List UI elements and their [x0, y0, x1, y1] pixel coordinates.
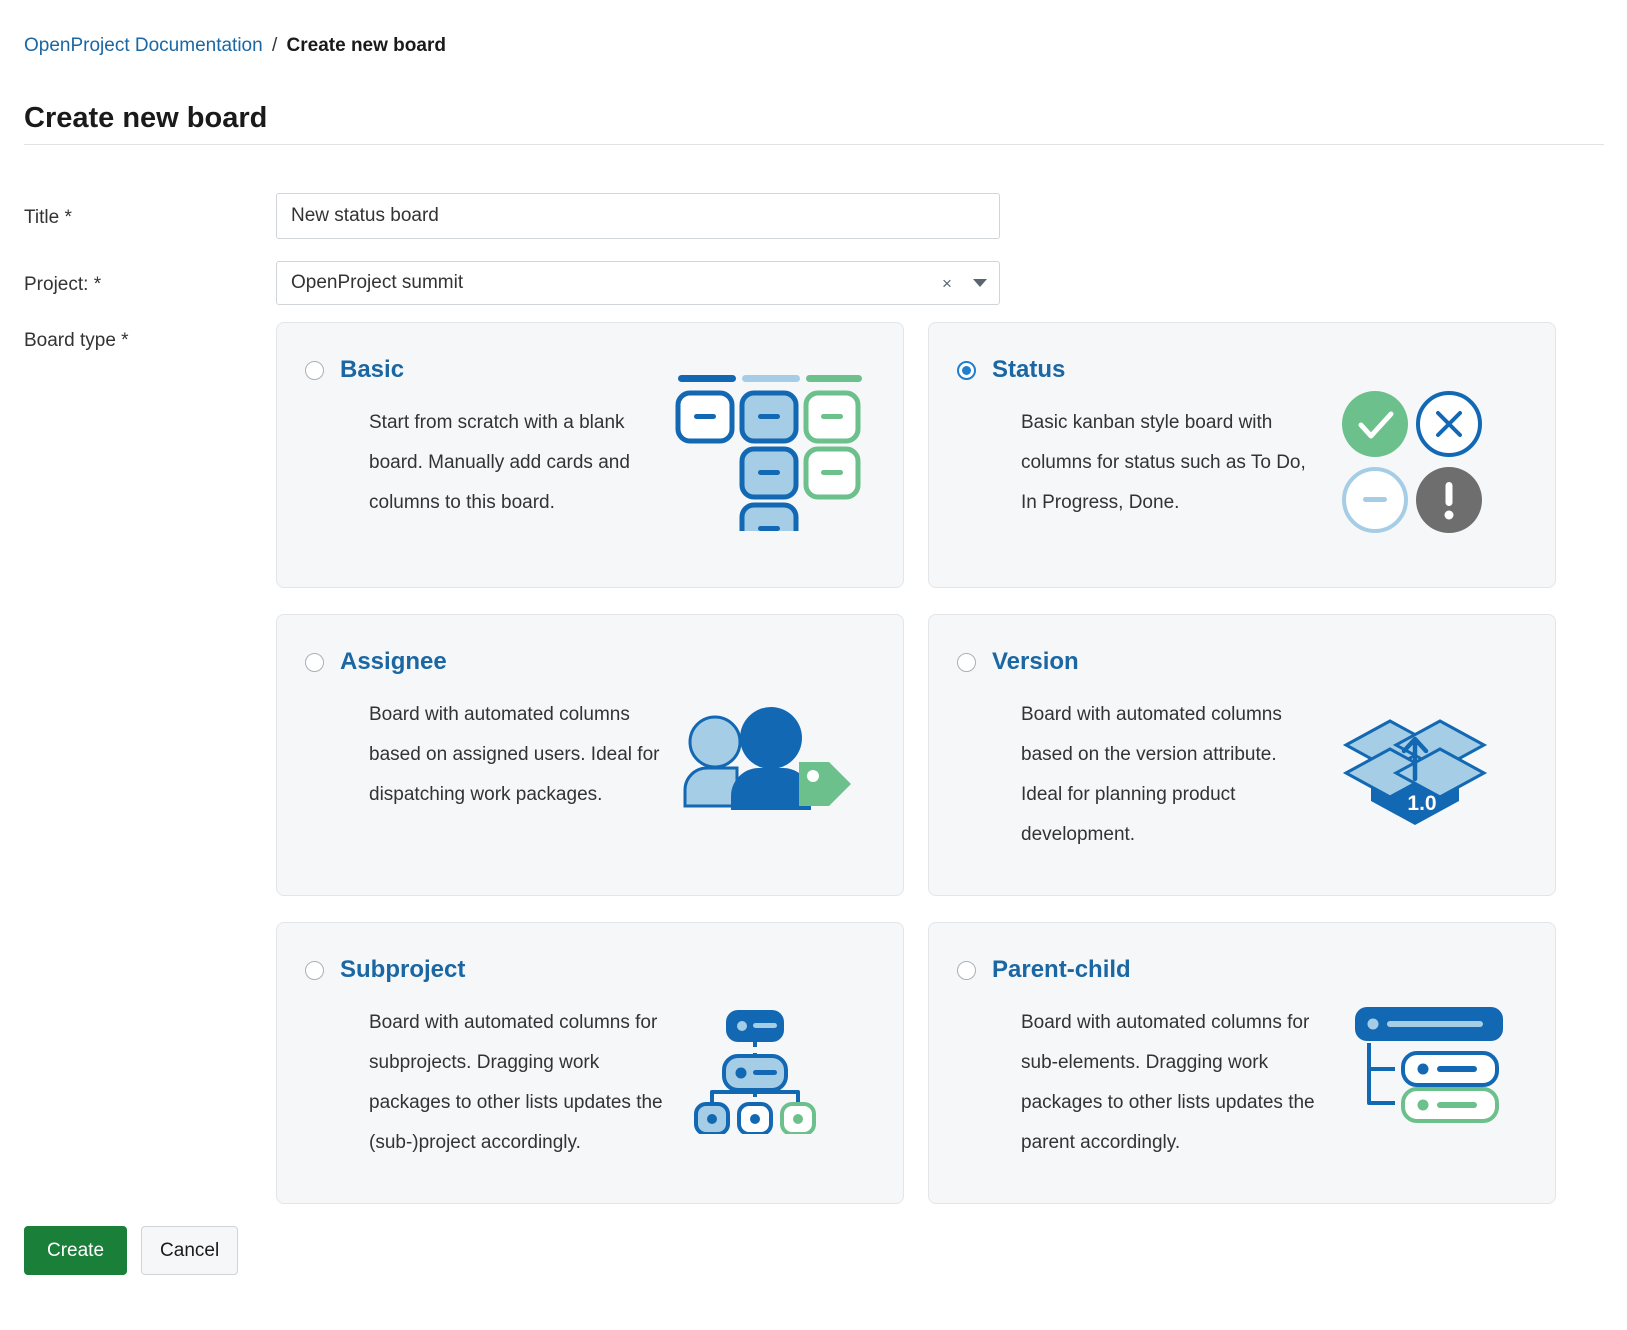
card-title-parent-child: Parent-child [992, 956, 1131, 983]
card-header: Basic [305, 355, 875, 385]
card-header: Parent-child [957, 955, 1527, 985]
card-description-status: Basic kanban style board with columns fo… [1021, 412, 1306, 513]
board-type-label: Board type * [24, 330, 129, 351]
breadcrumb-parent-link[interactable]: OpenProject Documentation [24, 35, 263, 56]
breadcrumb: OpenProject Documentation / Create new b… [24, 32, 446, 60]
title-field-label: Title * [24, 207, 72, 228]
breadcrumb-separator: / [271, 35, 278, 56]
card-header: Status [957, 355, 1527, 385]
subproject-tree-icon [655, 979, 855, 1159]
parent-child-tree-icon [1327, 973, 1527, 1153]
create-button[interactable]: Create [24, 1226, 128, 1275]
card-header: Assignee [305, 647, 875, 677]
chevron-down-icon[interactable] [961, 279, 999, 287]
page-title: Create new board [24, 102, 268, 135]
project-field-label: Project: * [24, 274, 102, 295]
breadcrumb-current: Create new board [286, 35, 446, 56]
project-select[interactable]: OpenProject summit × [276, 261, 1000, 305]
board-type-card-assignee[interactable]: Assignee Board with automated columns ba… [276, 614, 904, 896]
card-title-assignee: Assignee [340, 648, 447, 675]
card-description-assignee: Board with automated columns based on as… [369, 704, 660, 805]
radio-subproject[interactable] [305, 960, 324, 980]
board-type-card-subproject[interactable]: Subproject Board with automated columns … [276, 922, 904, 1204]
radio-assignee[interactable] [305, 652, 324, 672]
card-description-parent-child: Board with automated columns for sub-ele… [1021, 1012, 1315, 1153]
radio-parent-child[interactable] [957, 960, 976, 980]
board-type-options: Basic Start from scratch with a blank bo… [276, 322, 1604, 1204]
card-title-version: Version [992, 648, 1079, 675]
radio-status[interactable] [957, 360, 976, 380]
card-title-status: Status [992, 356, 1066, 383]
title-divider [24, 144, 1604, 145]
form-actions: Create Cancel [24, 1226, 239, 1275]
card-title-basic: Basic [340, 356, 405, 383]
board-type-card-version[interactable]: Version Board with automated columns bas… [928, 614, 1556, 896]
card-title-subproject: Subproject [340, 956, 466, 983]
clear-icon[interactable]: × [942, 273, 952, 293]
board-type-card-parent-child[interactable]: Parent-child Board with automated column… [928, 922, 1556, 1204]
status-circles-icon [1319, 373, 1519, 553]
radio-version[interactable] [957, 652, 976, 672]
card-description-basic: Start from scratch with a blank board. M… [369, 412, 630, 513]
users-tag-icon [663, 681, 863, 861]
title-input[interactable] [276, 193, 1000, 239]
cancel-button[interactable]: Cancel [141, 1226, 239, 1275]
card-header: Subproject [305, 955, 875, 985]
card-description-subproject: Board with automated columns for subproj… [369, 1012, 663, 1153]
card-description-version: Board with automated columns based on th… [1021, 704, 1282, 845]
board-type-card-status[interactable]: Status Basic kanban style board with col… [928, 322, 1556, 588]
card-header: Version [957, 647, 1527, 677]
open-box-version-icon: 1.0 [1315, 673, 1515, 853]
project-select-value: OpenProject summit [291, 272, 464, 293]
radio-basic[interactable] [305, 360, 324, 380]
board-type-card-basic[interactable]: Basic Start from scratch with a blank bo… [276, 322, 904, 588]
version-icon-label: 1.0 [1407, 792, 1436, 815]
basic-columns-icon [667, 361, 867, 541]
